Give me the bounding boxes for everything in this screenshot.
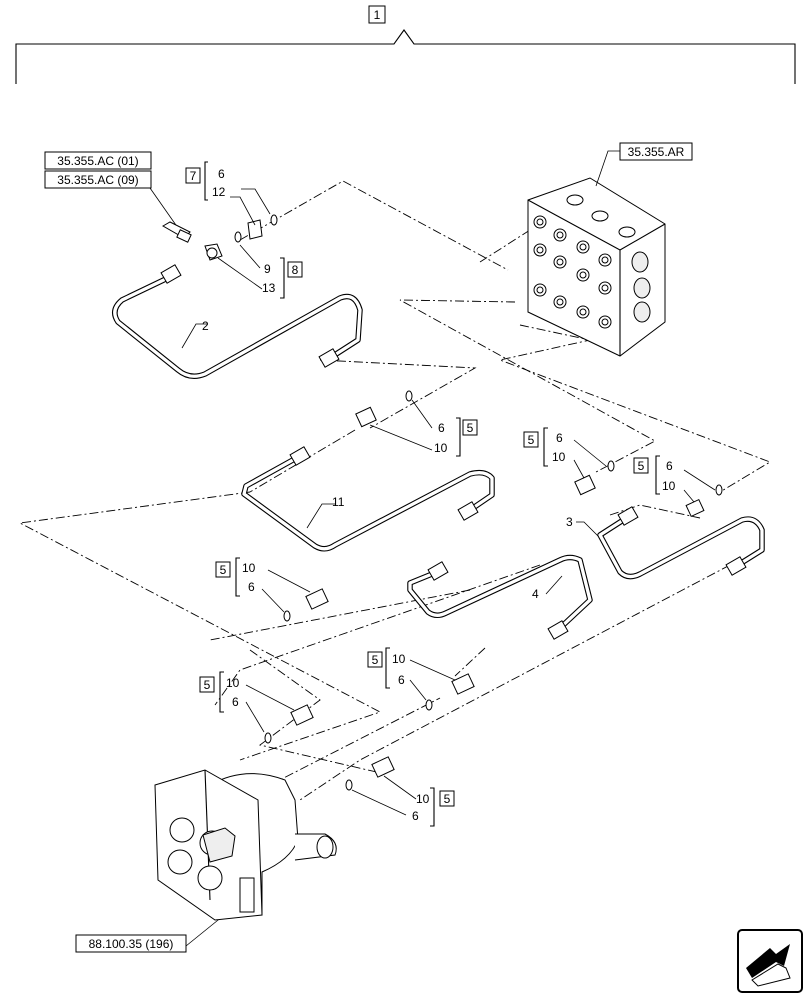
ref-label-ac09: 35.355.AC (09) [57, 173, 138, 187]
assembly-bracket: 1 [15, 5, 796, 84]
kit-7-label: 7 [190, 169, 197, 183]
item-3-label: 3 [566, 515, 573, 529]
item-9-label: 9 [264, 262, 271, 276]
fittings [245, 390, 723, 816]
item-10-label: 10 [434, 441, 448, 455]
item-10-label: 10 [662, 479, 676, 493]
item-13-label: 13 [262, 281, 276, 295]
item-2-label: 2 [202, 319, 209, 333]
kit-5-label: 5 [372, 653, 379, 667]
item-10-label: 10 [552, 450, 566, 464]
ref-label-ac01: 35.355.AC (01) [57, 154, 138, 168]
item-10-label: 10 [242, 561, 256, 575]
item-10-label: 10 [392, 652, 406, 666]
kit-5-label: 5 [467, 421, 474, 435]
tube-11 [241, 446, 495, 552]
next-page-arrow-icon[interactable] [737, 929, 803, 993]
valve-block [527, 177, 666, 357]
item-11-label: 11 [332, 495, 345, 509]
kit-5-label: 5 [528, 433, 535, 447]
assembly-number: 1 [374, 8, 381, 22]
sensor-group [161, 188, 278, 290]
ref-label-motor: 88.100.35 (196) [89, 937, 174, 951]
item-6-label: 6 [232, 695, 239, 709]
ref-label-ar: 35.355.AR [628, 145, 685, 159]
item-6-label: 6 [248, 580, 255, 594]
kit-5-label: 5 [204, 678, 211, 692]
reference-labels: 35.355.AC (01) 35.355.AC (09) 35.355.AR … [44, 142, 693, 953]
callouts: 7 6 12 9 13 8 2 11 4 3 6 10 5 5 6 10 5 6 [185, 161, 676, 827]
item-6-label: 6 [666, 459, 673, 473]
tube-2 [112, 264, 363, 379]
tube-4 [407, 554, 593, 640]
item-12-label: 12 [212, 185, 226, 199]
kit-5-label: 5 [638, 459, 645, 473]
tube-3 [576, 506, 765, 580]
hydraulic-motor [154, 769, 337, 921]
item-6-label: 6 [398, 673, 405, 687]
item-6-label: 6 [438, 421, 445, 435]
item-10-label: 10 [416, 792, 430, 806]
item-6-label: 6 [218, 167, 225, 181]
kit-5-label: 5 [220, 563, 227, 577]
item-4-label: 4 [532, 587, 539, 601]
kit-5-label: 5 [444, 792, 451, 806]
item-10-label: 10 [226, 676, 240, 690]
item-6-label: 6 [556, 431, 563, 445]
kit-8-label: 8 [292, 263, 299, 277]
item-6-label: 6 [412, 809, 419, 823]
